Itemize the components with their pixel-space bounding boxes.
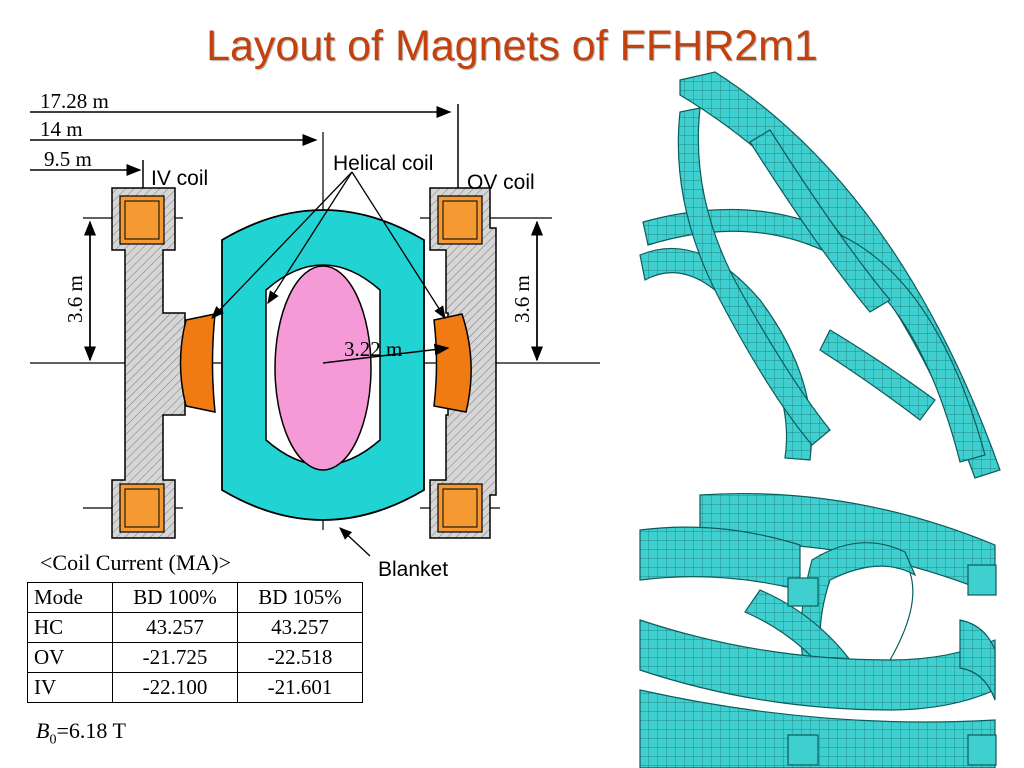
label-iv-coil: IV coil (151, 167, 208, 190)
coil-table-caption: <Coil Current (MA)> (40, 550, 232, 575)
helical-coil-right (433, 313, 472, 413)
field-strength: B0=6.18 T (36, 718, 126, 748)
dimension-lines (30, 104, 459, 215)
table-cell: -22.100 (112, 672, 238, 703)
table-row: IV -22.100 -21.601 (27, 672, 363, 703)
height-arrows (84, 220, 543, 362)
coil-end-caps (787, 564, 997, 766)
dim-radius: 3.22 m (344, 337, 402, 361)
label-helical-coil: Helical coil (333, 152, 433, 175)
dim-9-5: 9.5 m (44, 147, 92, 171)
table-cell: -21.725 (112, 642, 238, 673)
table-cell: 43.257 (112, 612, 238, 643)
table-cell: -22.518 (237, 642, 363, 673)
iv-coil-structure (111, 187, 186, 539)
dim-height-right: 3.6 m (510, 275, 534, 323)
table-row: HC 43.257 43.257 (27, 612, 363, 643)
field-symbol: B (36, 718, 50, 743)
table-cell: 43.257 (237, 612, 363, 643)
label-ov-coil: OV coil (467, 171, 535, 194)
table-row: OV -21.725 -22.518 (27, 642, 363, 673)
coil-current-table: Mode BD 100% BD 105% HC 43.257 43.257 OV… (27, 582, 363, 703)
field-subscript: 0 (49, 732, 57, 748)
blanket-shape (221, 209, 425, 521)
dim-14: 14 m (40, 117, 83, 141)
label-blanket: Blanket (378, 558, 448, 581)
table-cell: IV (27, 672, 113, 703)
page-title: Layout of Magnets of FFHR2m1 (206, 22, 818, 70)
table-header: BD 105% (237, 582, 363, 613)
table-header-row: Mode BD 100% BD 105% (27, 582, 363, 613)
radius-arrow (322, 343, 450, 364)
table-header: Mode (27, 582, 113, 613)
table-cell: OV (27, 642, 113, 673)
table-header: BD 100% (112, 582, 238, 613)
helical-coil-3d-render (639, 71, 1001, 479)
dim-height-left: 3.6 m (63, 275, 87, 323)
callout-lines (211, 171, 446, 557)
table-cell: -21.601 (237, 672, 363, 703)
helical-coil-left (179, 313, 216, 413)
table-cell: HC (27, 612, 113, 643)
field-value: =6.18 T (56, 718, 126, 743)
helical-coil-3d-render-side (639, 493, 996, 768)
dim-17-28: 17.28 m (40, 89, 109, 113)
